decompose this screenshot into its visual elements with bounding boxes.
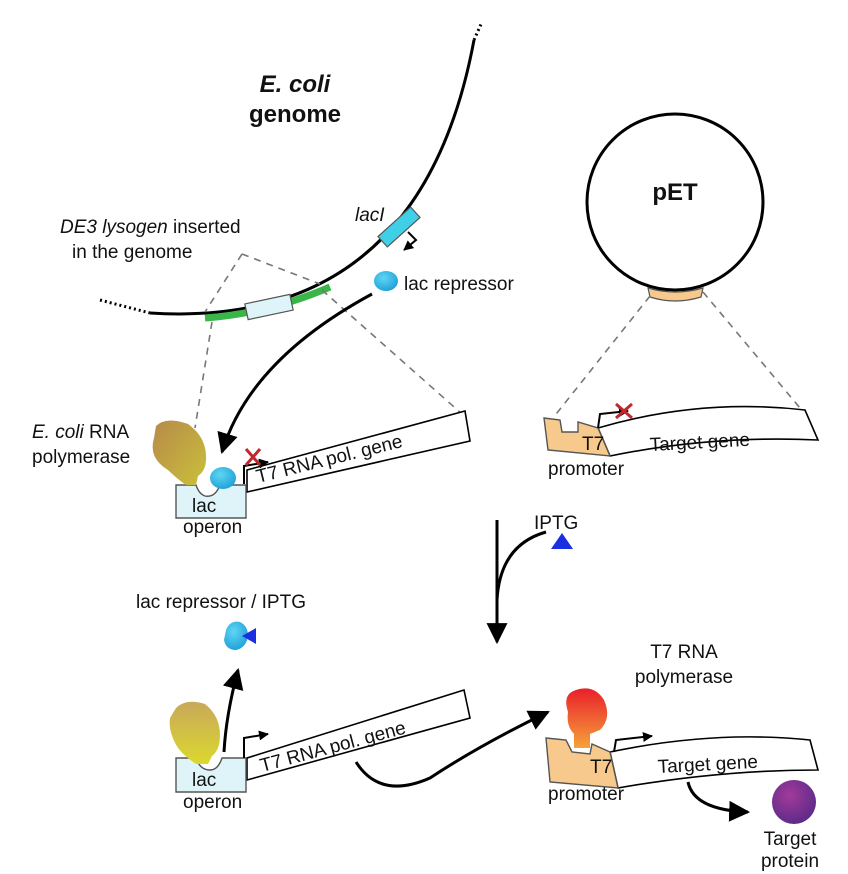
top-right-gene-label: Target gene	[649, 430, 750, 456]
dE3-label-rest: inserted	[168, 217, 241, 238]
transcription-blocked-x	[244, 448, 262, 466]
pET-plasmid	[552, 112, 801, 419]
released-lac-repressor	[224, 621, 248, 650]
plasmid-t7-region	[647, 287, 704, 302]
t7-pol-gene-box	[246, 409, 471, 494]
bottom-right-construct	[545, 688, 820, 824]
bottom-t7-promoter-arrow-active	[613, 732, 653, 753]
t7-polymerase-label-line2: polymerase	[635, 667, 733, 688]
ecoli-polymerase-label-italic: E. coli	[32, 422, 85, 443]
genome-strand	[149, 39, 476, 316]
bottom-promoter-arrow-active	[243, 730, 269, 758]
ecoli-rna-polymerase	[152, 420, 207, 485]
bottom-left-operator-line1: lac	[192, 770, 216, 791]
lacI-gene	[377, 206, 421, 248]
genome-strand-dotted-top	[472, 21, 484, 41]
top-left-operator-line1: lac	[192, 496, 216, 517]
iptg-triangle	[551, 533, 573, 549]
repressor-release-arrow	[222, 667, 244, 753]
bottom-ecoli-rna-polymerase	[169, 701, 220, 764]
ecoli-polymerase-label-rest: RNA	[84, 422, 130, 443]
target-protein-label-line2: protein	[761, 851, 819, 872]
dE3-label-italic: DE3 lysogen	[60, 217, 168, 238]
repressor-binding-arrow	[217, 292, 373, 455]
bound-iptg-triangle	[242, 628, 256, 644]
top-left-construct	[152, 409, 471, 519]
t7-polymerase-label-line1: T7 RNA	[650, 642, 718, 663]
lac-repressor-protein	[374, 271, 398, 291]
target-protein-label-line1: Target	[764, 829, 818, 850]
bottom-right-promoter-box-label: T7	[590, 757, 612, 778]
t7-promoter-arrow-blocked	[597, 406, 629, 429]
bottom-left-construct	[169, 621, 550, 793]
genome-strand-dotted-left	[99, 298, 151, 315]
bottom-t7-promoter-box	[545, 737, 619, 789]
iptg-merge-curve	[495, 530, 547, 601]
bottom-right-promoter-label: promoter	[548, 784, 625, 805]
dE3-lac-operon-block	[244, 293, 294, 321]
target-protein	[772, 780, 816, 824]
top-right-construct	[543, 402, 820, 457]
dE3-zoom-line-left	[194, 321, 213, 429]
bottom-target-gene-box	[609, 736, 820, 789]
t7-rna-polymerase	[566, 688, 608, 748]
dE3-label-line1: DE3 lysogen inserted	[60, 217, 241, 238]
lacI-label: lacI	[355, 205, 385, 226]
target-gene-box-top	[596, 405, 820, 457]
top-right-promoter-box-label: T7	[582, 434, 604, 455]
bottom-left-operator-line2: operon	[183, 792, 242, 813]
dE3-zoom-line-right	[321, 289, 463, 415]
iptg-induction	[486, 520, 573, 645]
iptg-label: IPTG	[534, 513, 578, 534]
t7-blocked-x	[615, 402, 633, 420]
pET-zoom-line-right	[702, 291, 801, 409]
plasmid-name: pET	[652, 179, 698, 206]
protein-expression-arrow	[686, 781, 751, 822]
ecoli-genome	[99, 21, 484, 455]
dE3-label-line2: in the genome	[72, 242, 192, 263]
pET-zoom-line-left	[552, 295, 651, 419]
t7-expression-arrow	[354, 710, 550, 788]
lac-repressor-label: lac repressor	[404, 274, 514, 295]
ecoli-polymerase-label-line2: polymerase	[32, 447, 130, 468]
lacI-promoter-arrow	[403, 231, 418, 251]
repressor-iptg-complex-label: lac repressor / IPTG	[136, 592, 306, 613]
top-left-operator-line2: operon	[183, 517, 242, 538]
dE3-label-pointer-right	[241, 253, 321, 285]
bottom-right-gene-label: Target gene	[657, 752, 758, 778]
bound-lac-repressor	[210, 467, 236, 489]
t7-promoter-box-top	[543, 417, 612, 457]
bottom-t7-pol-gene-box	[246, 688, 471, 782]
plasmid-circle	[585, 112, 765, 292]
dE3-label-pointer-left	[204, 253, 243, 313]
ecoli-polymerase-label-line1: E. coli RNA	[32, 422, 129, 443]
top-right-promoter-label: promoter	[548, 459, 625, 480]
genome-title-line1: E. coli	[260, 71, 332, 98]
genome-title-line2: genome	[249, 101, 341, 128]
